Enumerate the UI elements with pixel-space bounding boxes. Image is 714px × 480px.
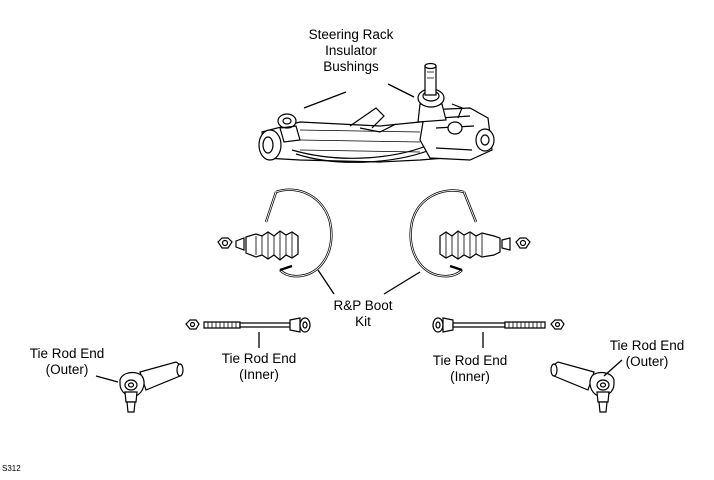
- outer-tie-rod-left-label: Tie Rod End (Outer): [20, 346, 114, 378]
- inner-right-label-line-2: (Inner): [450, 369, 490, 384]
- inner-left-label-line-2: (Inner): [239, 367, 279, 382]
- rack-boot-right: [439, 230, 531, 260]
- inner-tie-rod-left-label: Tie Rod End (Inner): [212, 351, 306, 383]
- outer-left-label-line-2: (Outer): [45, 362, 89, 377]
- rack-boot-left: [217, 230, 299, 261]
- outer-tie-rod-end-right: [550, 361, 615, 413]
- insulator-label-line-2: Insulator: [325, 43, 377, 58]
- steering-rack-assembly: [258, 62, 495, 163]
- inner-tie-rod-right-label: Tie Rod End (Inner): [423, 353, 517, 385]
- figure-id: S312: [2, 464, 21, 473]
- boot-kit-label: R&P Boot Kit: [318, 298, 408, 330]
- inner-tie-rod-right: [432, 317, 565, 333]
- inner-left-label-line-1: Tie Rod End: [221, 351, 297, 366]
- inner-tie-rod-left: [185, 317, 311, 333]
- outer-tie-rod-end-left: [119, 361, 184, 413]
- insulator-label-line-1: Steering Rack: [308, 27, 394, 42]
- outer-right-label-line-2: (Outer): [625, 354, 669, 369]
- outer-left-label-line-1: Tie Rod End: [29, 346, 105, 361]
- outer-tie-rod-right-label: Tie Rod End (Outer): [600, 338, 694, 370]
- insulator-label-line-3: Bushings: [323, 59, 379, 74]
- boot-kit-label-line-1: R&P Boot: [333, 298, 393, 313]
- boot-kit-label-line-2: Kit: [355, 314, 371, 329]
- boot-clamp-right: [409, 189, 478, 278]
- outer-right-label-line-1: Tie Rod End: [609, 338, 685, 353]
- insulator-bushings-label: Steering Rack Insulator Bushings: [296, 27, 406, 75]
- boot-clamp-left: [264, 188, 333, 278]
- inner-right-label-line-1: Tie Rod End: [432, 353, 508, 368]
